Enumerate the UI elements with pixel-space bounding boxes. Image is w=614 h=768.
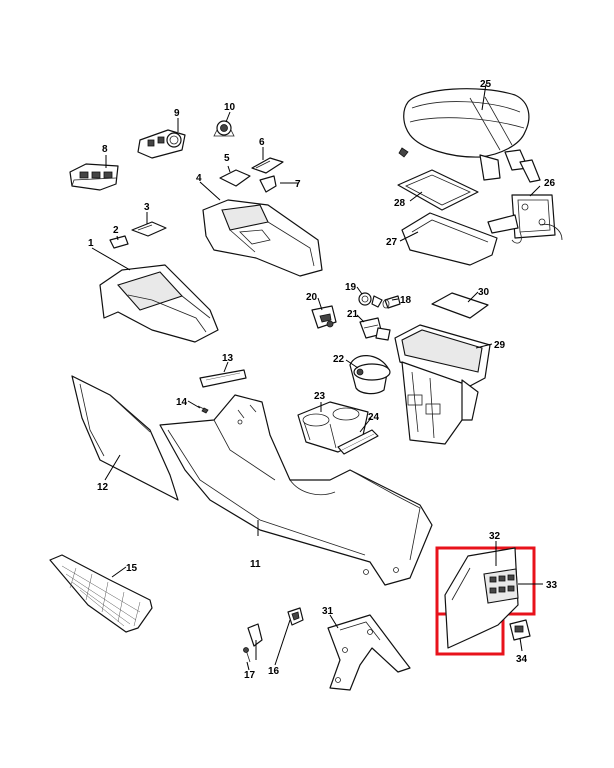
part-8-switch-bank bbox=[69, 163, 119, 191]
part-21-switch bbox=[359, 317, 391, 341]
callout-33: 33 bbox=[546, 580, 558, 591]
part-9-control-panel bbox=[137, 129, 186, 159]
callout-1: 1 bbox=[88, 238, 94, 249]
callout-18: 18 bbox=[400, 295, 412, 306]
callout-16: 16 bbox=[268, 666, 280, 677]
part-22-cup-insert bbox=[349, 355, 391, 395]
part-15-mesh-trim bbox=[49, 554, 153, 633]
part-33-switch-panel bbox=[483, 568, 519, 604]
callout-8: 8 bbox=[102, 144, 108, 155]
part-18-plug bbox=[382, 295, 401, 309]
callout-22: 22 bbox=[333, 354, 345, 365]
part-13-trim-plate bbox=[199, 369, 247, 388]
part-29-storage-bin bbox=[394, 324, 491, 445]
callout-28: 28 bbox=[394, 198, 406, 209]
part-12-side-panel bbox=[71, 375, 179, 501]
callout-9: 9 bbox=[174, 108, 180, 119]
part-19-socket bbox=[358, 292, 383, 308]
part-4-upper-bezel bbox=[202, 199, 323, 277]
red-highlight-extension bbox=[435, 614, 505, 656]
callout-27: 27 bbox=[386, 237, 398, 248]
callout-24: 24 bbox=[368, 412, 380, 423]
callout-3: 3 bbox=[144, 202, 150, 213]
part-2-plug bbox=[109, 235, 129, 249]
callout-20: 20 bbox=[306, 292, 318, 303]
part-10-knob bbox=[213, 120, 235, 137]
callout-12: 12 bbox=[97, 482, 109, 493]
leader-lines bbox=[91, 83, 543, 671]
part-5-bezel-insert bbox=[219, 169, 251, 187]
part-3-bezel bbox=[131, 221, 167, 237]
callout-31: 31 bbox=[322, 606, 334, 617]
part-1-shifter-bezel bbox=[99, 264, 219, 343]
part-25-armrest-lid bbox=[403, 88, 541, 183]
callout-23: 23 bbox=[314, 391, 326, 402]
highlighted-part-group bbox=[435, 546, 536, 656]
callout-15: 15 bbox=[126, 563, 138, 574]
callout-21: 21 bbox=[347, 309, 359, 320]
part-23-cup-holder bbox=[297, 401, 369, 453]
part-27-bin-mat bbox=[401, 212, 498, 266]
callout-26: 26 bbox=[544, 178, 556, 189]
callout-30: 30 bbox=[478, 287, 490, 298]
part-14-screw bbox=[197, 405, 209, 414]
callout-labels: 1 2 3 4 5 6 7 8 9 10 11 12 13 14 15 16 1… bbox=[88, 79, 558, 681]
callout-4: 4 bbox=[196, 173, 202, 184]
part-11-console-body bbox=[159, 394, 433, 586]
callout-25: 25 bbox=[480, 79, 492, 90]
callout-2: 2 bbox=[113, 225, 119, 236]
part-28-lid-gasket bbox=[397, 169, 479, 211]
callout-7: 7 bbox=[295, 179, 301, 190]
callout-11: 11 bbox=[250, 559, 261, 570]
callout-19: 19 bbox=[345, 282, 357, 293]
part-20-usb-port bbox=[311, 305, 337, 329]
screw-near-armrest bbox=[398, 147, 409, 158]
callout-32: 32 bbox=[489, 531, 501, 542]
callout-17: 17 bbox=[244, 670, 256, 681]
part-17-screw bbox=[243, 647, 251, 663]
part-34-connector bbox=[509, 619, 531, 641]
part-24-trim-strip bbox=[337, 429, 379, 455]
callout-34: 34 bbox=[516, 654, 528, 665]
part-26-latch-bracket bbox=[487, 194, 563, 244]
part-30-pad bbox=[431, 292, 489, 319]
callout-14: 14 bbox=[176, 397, 188, 408]
callout-5: 5 bbox=[224, 153, 230, 164]
part-6-bezel-insert bbox=[251, 157, 284, 174]
callout-6: 6 bbox=[259, 137, 265, 148]
callout-13: 13 bbox=[222, 353, 234, 364]
part-16-clips bbox=[247, 607, 304, 647]
part-7-clip bbox=[259, 175, 277, 193]
callout-29: 29 bbox=[494, 340, 506, 351]
part-31-mounting-bracket bbox=[327, 614, 411, 691]
callout-10: 10 bbox=[224, 102, 236, 113]
